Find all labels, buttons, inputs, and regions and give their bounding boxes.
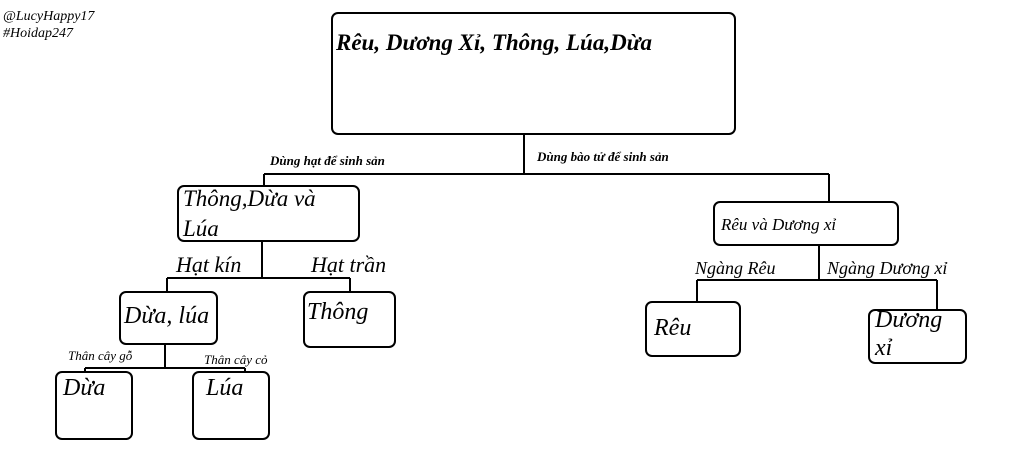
- seed-node-line1: Thông,Dừa và: [183, 186, 316, 211]
- gymnosperm-node: [303, 291, 396, 348]
- spore-plants-node: [713, 201, 899, 246]
- leaf-duongxi-line1: Dương: [875, 307, 943, 333]
- leaf-reu-label: Rêu: [654, 315, 692, 341]
- edge-label-seed: Dùng hạt để sinh sản: [270, 153, 385, 168]
- edge-label-than-go: Thân cây gỗ: [68, 348, 133, 363]
- leaf-duongxi-line2: xỉ: [875, 335, 893, 361]
- seed-node-line2: Lúa: [183, 216, 219, 241]
- edge-label-hat-kin: Hạt kín: [176, 252, 242, 277]
- edge-label-hat-tran: Hạt trần: [311, 252, 387, 277]
- root-node: [331, 12, 736, 135]
- edge-label-spore: Dùng bào tử để sinh sản: [537, 149, 669, 164]
- edge-label-than-co: Thân cây cỏ: [204, 352, 268, 367]
- seed-plants-node: [177, 185, 360, 242]
- leaf-dua-label: Dừa: [63, 375, 106, 401]
- watermark-tag: #Hoidap247: [3, 26, 73, 41]
- angiosperm-node: [119, 291, 218, 345]
- leaf-reu-node: [645, 301, 741, 357]
- leaf-duongxi-node: [868, 309, 967, 364]
- leaf-lua-label: Lúa: [206, 375, 244, 401]
- angio-node-label: Dừa, lúa: [124, 303, 210, 329]
- edge-label-nganh-duongxi: Ngàng Dương xỉ: [827, 258, 948, 278]
- leaf-lua-node: [192, 371, 270, 440]
- gymno-node-label: Thông: [307, 299, 369, 325]
- spore-node-label: Rêu và Dương xỉ: [721, 215, 837, 234]
- edge-label-nganh-reu: Ngàng Rêu: [695, 258, 776, 278]
- root-label: Rêu, Dương Xỉ, Thông, Lúa,Dừa: [336, 30, 652, 55]
- leaf-dua-node: [55, 371, 133, 440]
- watermark-user: @LucyHappy17: [3, 9, 95, 24]
